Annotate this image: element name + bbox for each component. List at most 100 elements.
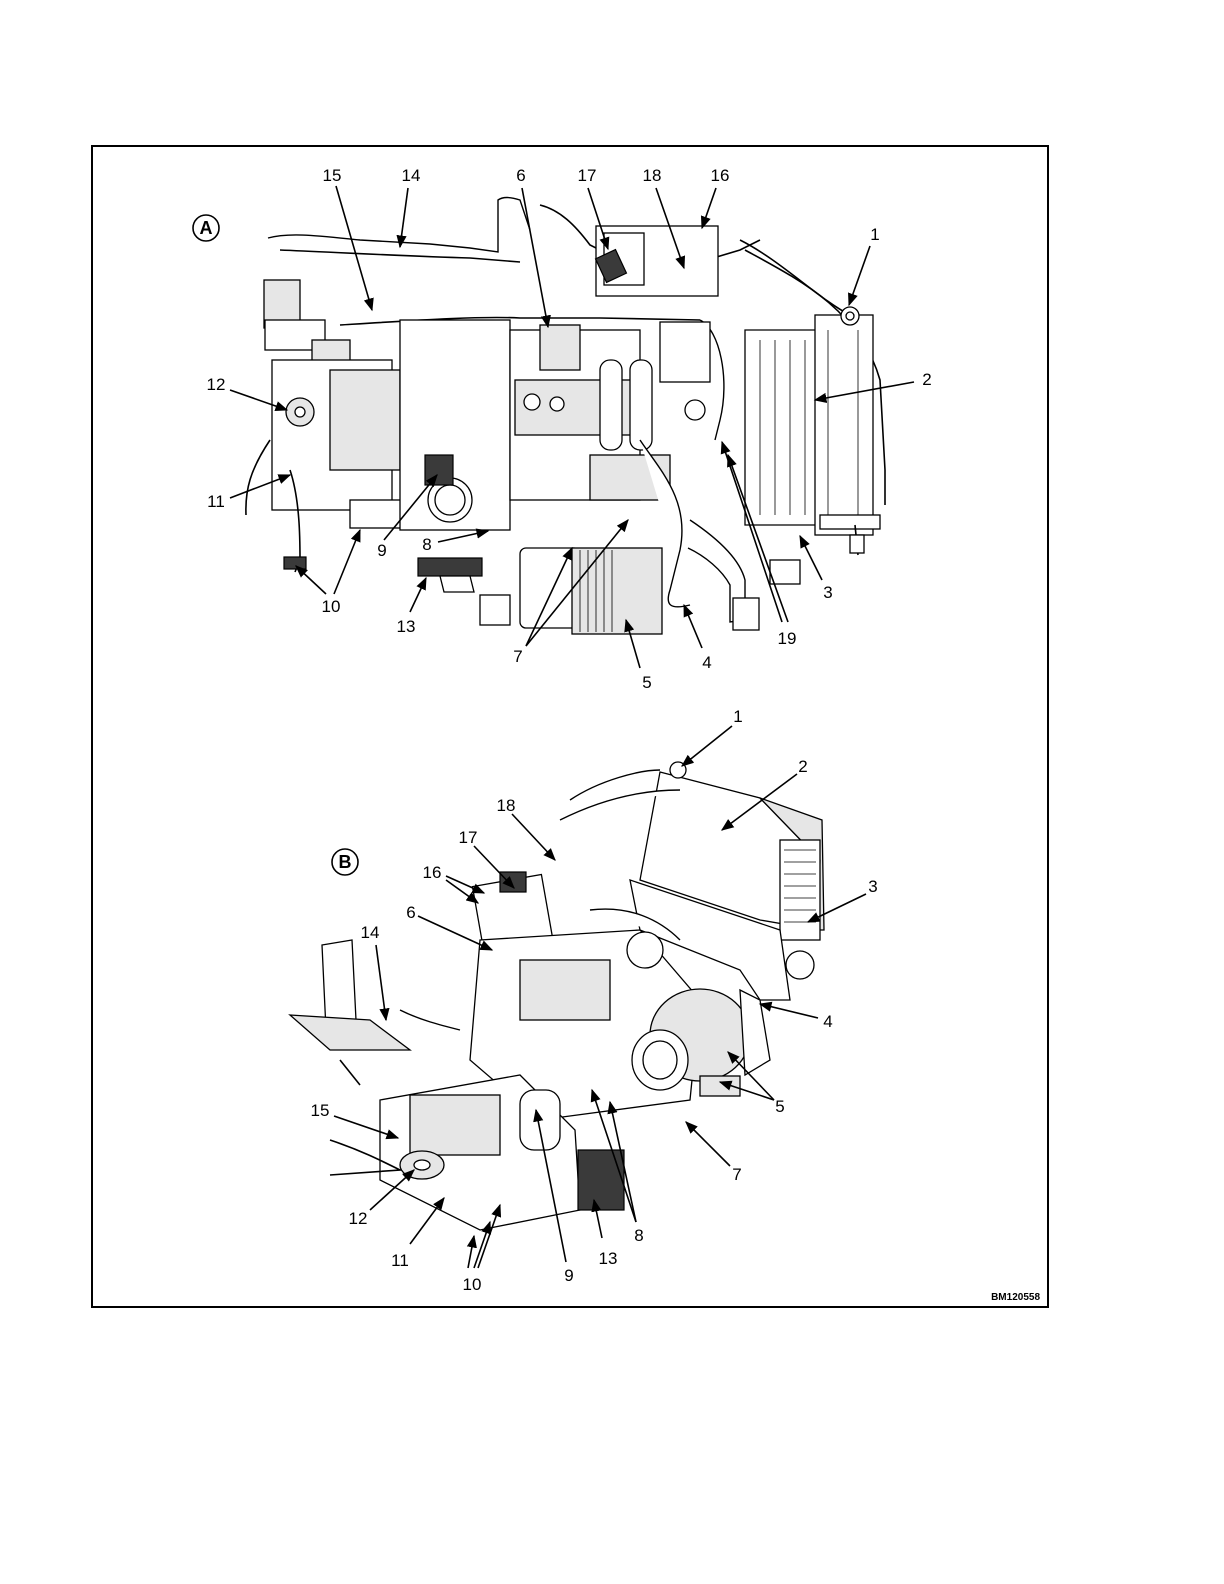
callout-b-9: 9: [564, 1266, 573, 1285]
outlet-pipe: [733, 598, 759, 630]
callout-a-9: 9: [377, 541, 386, 560]
pulley-hub-b: [414, 1160, 430, 1170]
leader-a-3: [800, 536, 822, 580]
panel-b-engine-drawing: [290, 762, 824, 1230]
callout-a-1: 1: [870, 225, 879, 244]
injection-pump-b: [410, 1095, 500, 1155]
turbo-housing: [660, 322, 710, 382]
pipe-vertical: [630, 360, 652, 450]
panel-b: B: [290, 707, 878, 1294]
leader-a-10b: [334, 530, 360, 594]
leader-a-1: [849, 246, 870, 305]
leader-b-7: [686, 1122, 730, 1166]
leader-b-11: [410, 1198, 444, 1244]
cap: [550, 397, 564, 411]
callout-b-5: 5: [775, 1097, 784, 1116]
oil-filter-b: [520, 1090, 560, 1150]
panel-b-letter: B: [339, 852, 352, 872]
air-filter-5: [572, 548, 662, 634]
callout-a-17: 17: [578, 166, 597, 185]
radiator-outlet-b: [786, 951, 814, 979]
leader-b-14: [376, 945, 386, 1020]
cap-center: [846, 312, 854, 320]
radiator-core-b: [780, 840, 820, 940]
panel-a: A: [193, 166, 932, 692]
filter-clamp-b: [740, 990, 770, 1075]
callout-a-10: 10: [322, 597, 341, 616]
leader-b-4: [760, 1004, 818, 1018]
pulley-hub: [295, 407, 305, 417]
drain-valve: [850, 535, 864, 553]
injection-pump: [330, 370, 400, 470]
callout-b-15: 15: [311, 1101, 330, 1120]
callout-b-8: 8: [634, 1226, 643, 1245]
hose-line: [280, 250, 520, 262]
radiator-shroud: [745, 330, 820, 525]
panel-a-engine-drawing: [246, 198, 885, 635]
turbo-outlet: [685, 400, 705, 420]
bracket: [770, 560, 800, 584]
callout-b-14: 14: [361, 923, 380, 942]
thermostat-6: [540, 325, 580, 370]
connector-plug: [284, 557, 306, 569]
leader-b-18: [512, 814, 555, 860]
callout-a-5: 5: [642, 673, 651, 692]
callout-b-4: 4: [823, 1012, 832, 1031]
callout-b-18: 18: [497, 796, 516, 815]
leader-a-8: [438, 531, 488, 542]
coolant-hose: [268, 198, 530, 253]
callout-b-2: 2: [798, 757, 807, 776]
leader-a-6: [522, 188, 548, 327]
module-bracket: [440, 576, 474, 592]
callout-b-11: 11: [391, 1251, 409, 1270]
leader-b-10a: [468, 1236, 474, 1268]
callout-b-3: 3: [868, 877, 877, 896]
leader-a-10a: [296, 566, 326, 594]
radiator-2: [815, 315, 873, 535]
oil-fill-cap: [524, 394, 540, 410]
sensor-bracket: [480, 595, 510, 625]
callout-a-16: 16: [711, 166, 730, 185]
radiator-base: [820, 515, 880, 529]
callout-a-13: 13: [397, 617, 416, 636]
callout-b-12: 12: [349, 1209, 368, 1228]
callout-b-1: 1: [733, 707, 742, 726]
callout-b-10: 10: [463, 1275, 482, 1294]
callout-a-7: 7: [513, 647, 522, 666]
callout-a-11: 11: [207, 492, 225, 511]
callout-a-8: 8: [422, 535, 431, 554]
filter-inlet-b: [643, 1041, 677, 1079]
hose-b: [400, 1010, 460, 1030]
callout-a-3: 3: [823, 583, 832, 602]
callout-a-14: 14: [402, 166, 421, 185]
leader-a-4: [684, 605, 702, 648]
callout-b-13: 13: [599, 1249, 618, 1268]
module-13: [418, 558, 482, 576]
pipe-vertical: [600, 360, 622, 450]
ecm-module-13-b: [578, 1150, 624, 1210]
callout-a-6: 6: [516, 166, 525, 185]
bracket-14: [322, 940, 356, 1030]
bracket-leg: [340, 1060, 360, 1085]
flywheel-bore: [435, 485, 465, 515]
leader-a-13: [410, 578, 426, 612]
leader-a-16: [702, 188, 716, 228]
wire-harness: [340, 317, 700, 325]
callout-a-2: 2: [922, 370, 931, 389]
panel-a-letter: A: [200, 218, 213, 238]
callout-a-12: 12: [207, 375, 226, 394]
callout-b-16: 16: [423, 863, 442, 882]
sensor-wire: [246, 440, 270, 515]
callout-b-17: 17: [459, 828, 478, 847]
leader-b-17: [474, 846, 514, 888]
callout-b-7: 7: [732, 1165, 741, 1184]
sensor-9: [425, 455, 453, 485]
bracket-base: [290, 1015, 410, 1050]
valve-cover-b: [520, 960, 610, 1020]
callout-a-18: 18: [643, 166, 662, 185]
leader-b-1: [682, 726, 732, 766]
callout-a-15: 15: [323, 166, 342, 185]
callout-a-19: 19: [778, 629, 797, 648]
ecm-plug-b: [500, 872, 526, 892]
